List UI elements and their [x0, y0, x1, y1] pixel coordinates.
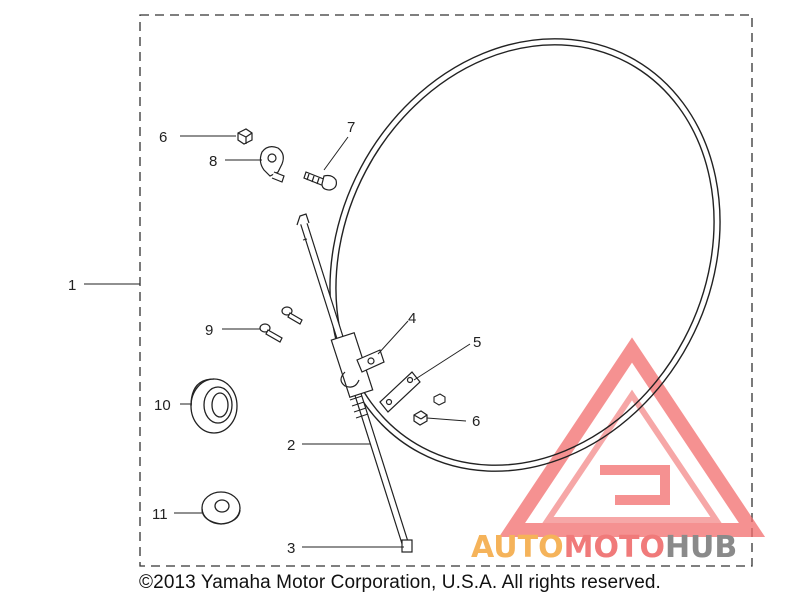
- callout-2: 2: [287, 437, 295, 454]
- watermark-hub: HUB: [665, 530, 737, 565]
- nut-part-6-top: [237, 128, 253, 145]
- watermark-moto: MOTO: [564, 530, 665, 565]
- callout-6-top: 6: [159, 129, 167, 146]
- callout-10: 10: [154, 397, 171, 414]
- watermark-logo-icon: [498, 337, 766, 537]
- callout-8: 8: [209, 153, 217, 170]
- copyright-notice: ©2013 Yamaha Motor Corporation, U.S.A. A…: [139, 572, 661, 593]
- callout-5: 5: [473, 334, 481, 351]
- watermark-auto: AUTO: [471, 530, 564, 565]
- clamp-part-4: [356, 349, 385, 373]
- cable-straight-section: [296, 213, 413, 553]
- nut-part-6-small: [433, 393, 446, 406]
- callout-9: 9: [205, 322, 213, 339]
- bolt-part-7: [303, 171, 337, 191]
- grommet-part-10: [190, 378, 238, 434]
- bracket-part-5: [379, 371, 421, 413]
- washer-part-11: [201, 491, 241, 525]
- callout-3: 3: [287, 540, 295, 557]
- nut-part-6-bottom: [413, 410, 428, 426]
- callout-4: 4: [408, 310, 416, 327]
- assembly-boundary: [139, 14, 753, 567]
- cable-loop: [329, 38, 721, 472]
- screw-part-9-upper: [281, 306, 303, 325]
- screw-part-9-lower: [259, 323, 283, 343]
- fitting-part-8: [259, 146, 285, 183]
- leader-lines: [84, 135, 471, 548]
- svg-text:AUTOMOTOHUB: AUTOMOTOHUB: [471, 530, 737, 565]
- callout-11: 11: [152, 506, 168, 523]
- callout-6-bottom: 6: [472, 413, 480, 430]
- callout-7: 7: [347, 119, 355, 136]
- callout-1: 1: [68, 277, 76, 294]
- watermark-text: AUTOMOTOHUB: [471, 530, 737, 565]
